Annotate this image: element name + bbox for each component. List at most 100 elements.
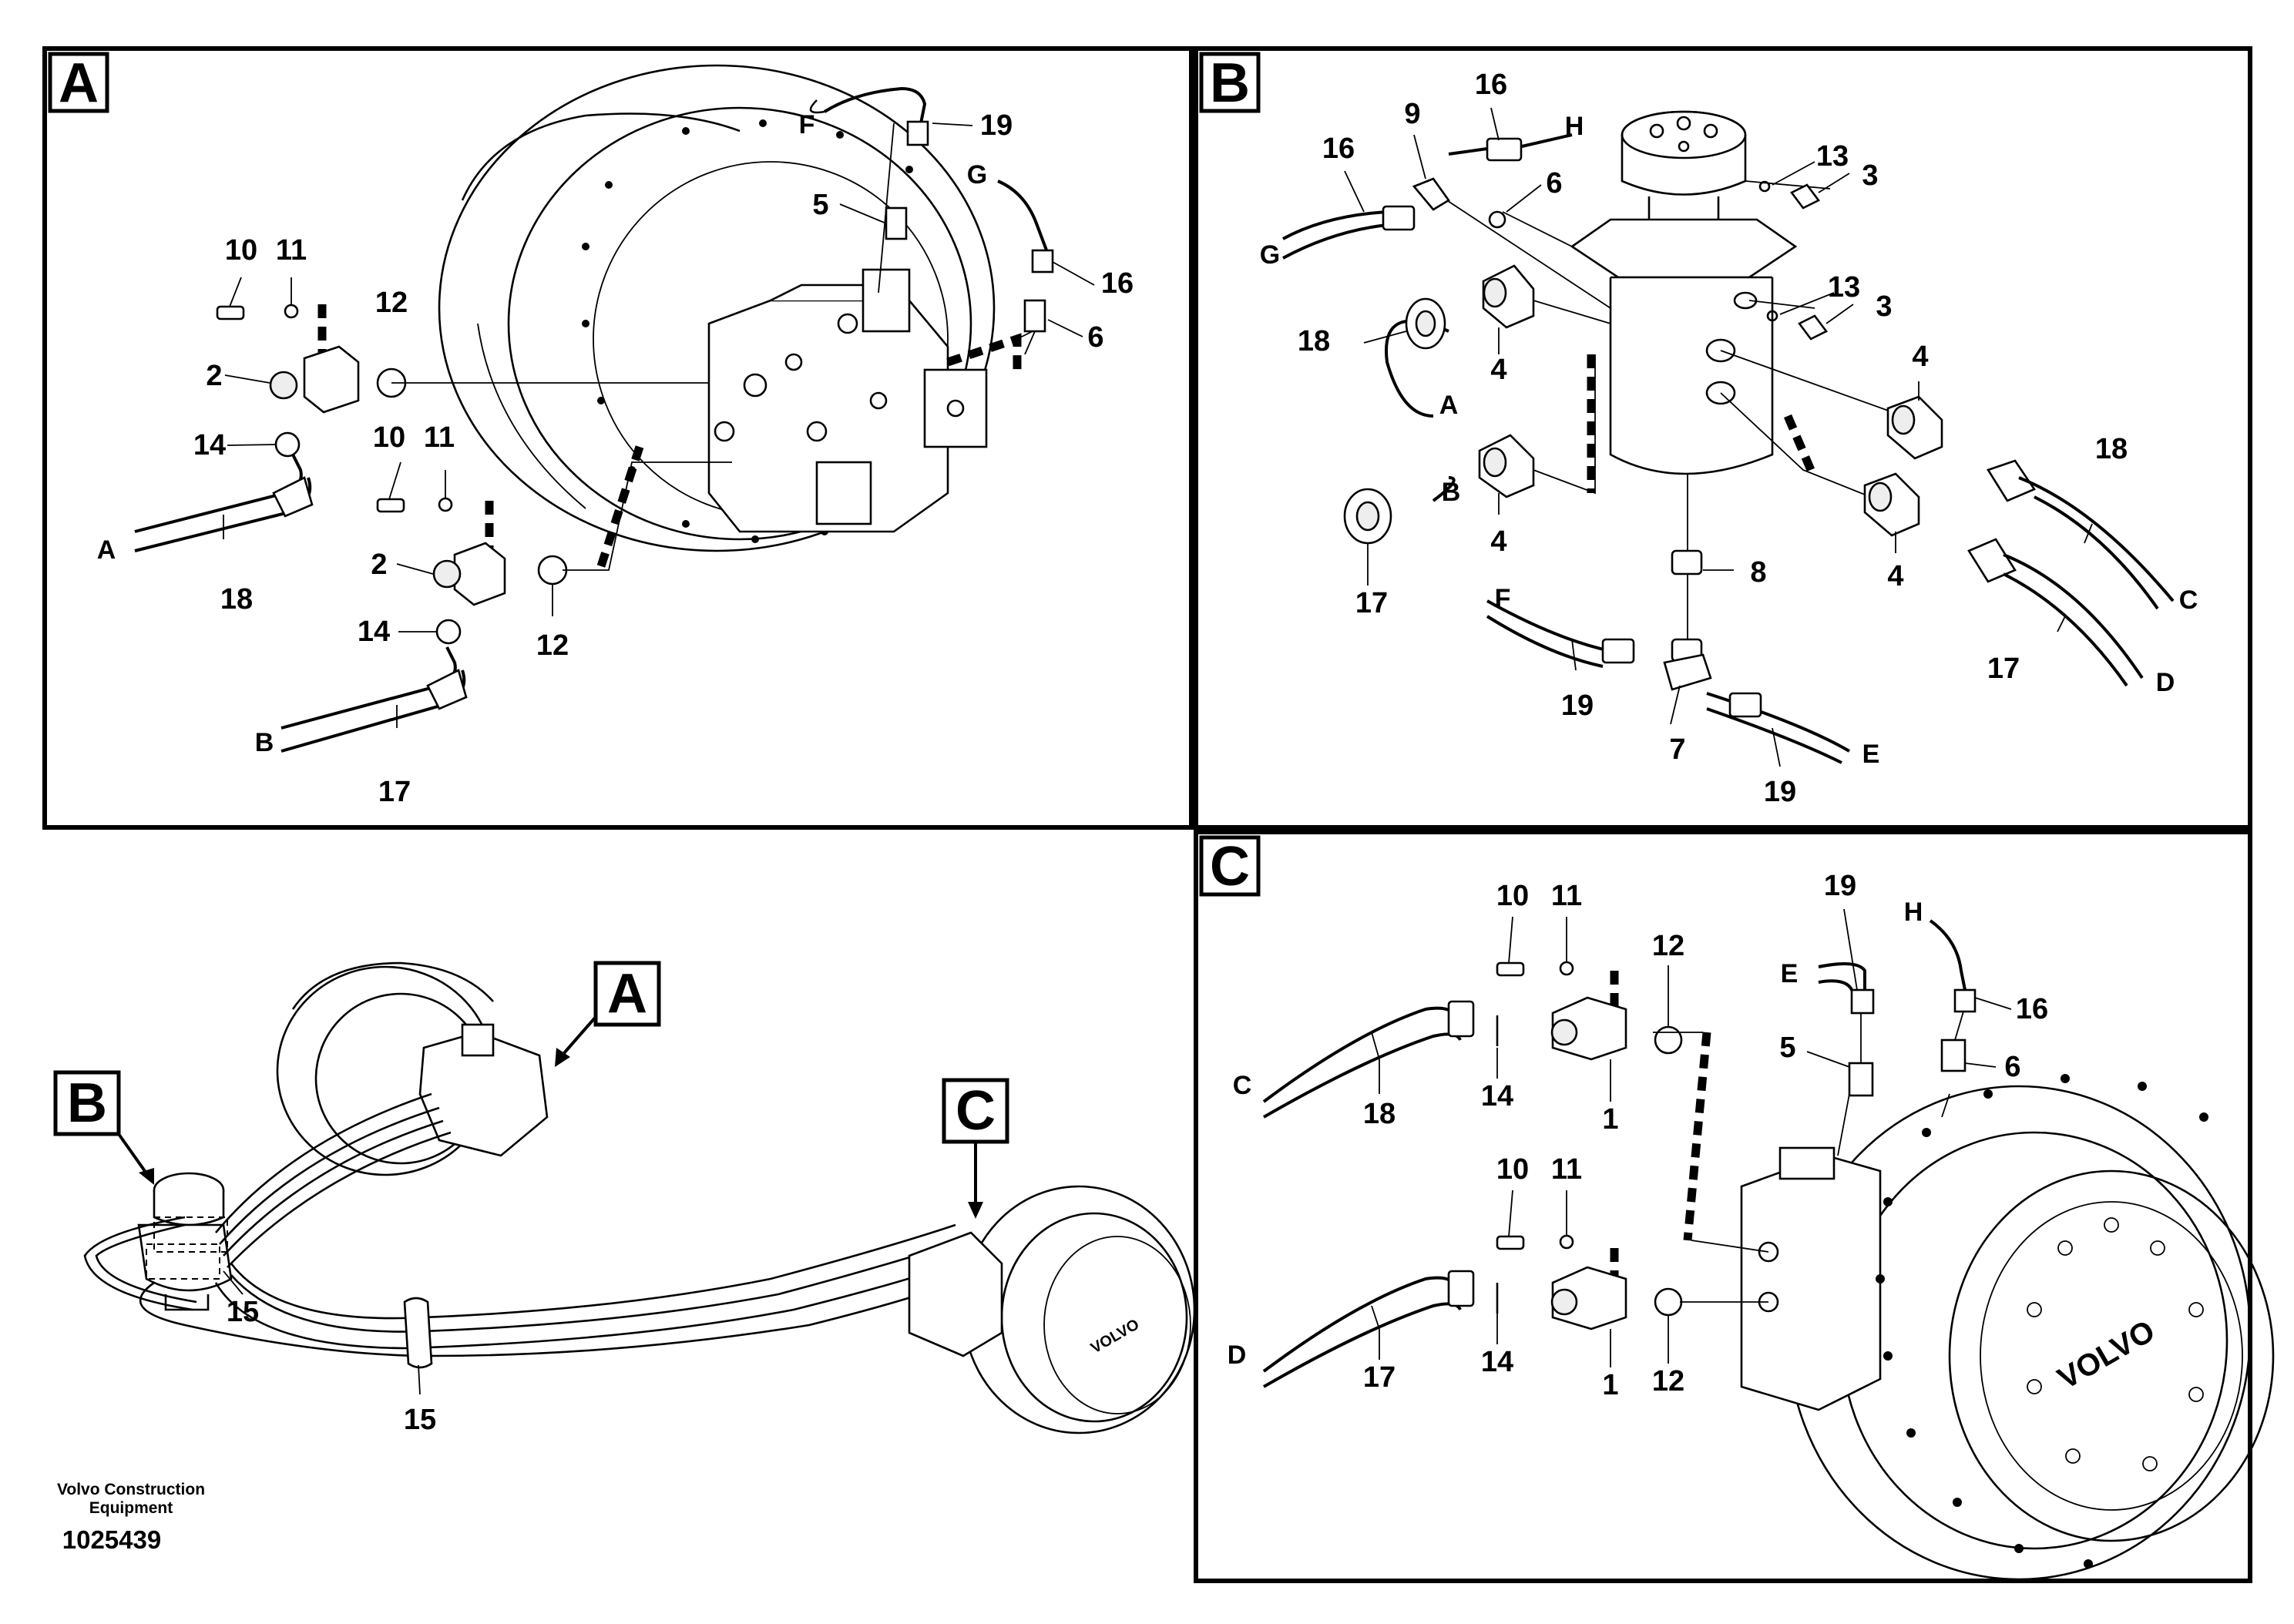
panel-b-port-f: F	[1495, 584, 1511, 613]
volvo-logo-cast: VOLVO	[2052, 1314, 2161, 1396]
panel-b-port-c: C	[2179, 586, 2198, 615]
final-drive-illustration: VOLVO	[1740, 1074, 2275, 1581]
footer: Volvo Construction Equipment 1025439	[57, 1481, 205, 1554]
panel-b-callout-18-left: 18	[1298, 325, 1330, 357]
panel-c-callout-1-upper: 1	[1602, 1103, 1618, 1136]
panel-c-callout-1-lower: 1	[1602, 1369, 1618, 1401]
control-valve-block	[707, 268, 988, 533]
panel-b-callout-18-right: 18	[2095, 433, 2128, 465]
panel-c-callout-17: 17	[1363, 1361, 1396, 1394]
panel-b-callout-4-lower-right: 4	[1887, 560, 1903, 592]
panel-b-callout-19-left: 19	[1561, 690, 1594, 722]
overview-letter-c: C	[942, 1078, 1009, 1219]
panel-a-letter-box: A	[48, 52, 109, 114]
drawing-number: 1025439	[62, 1525, 161, 1554]
panel-a-callout-12-upper: 12	[375, 287, 408, 319]
panel-a-callout-12-lower: 12	[536, 629, 569, 662]
panel-b-callout-8: 8	[1750, 556, 1766, 589]
panel-a-callout-19: 19	[980, 109, 1013, 142]
panel-a-callout-2-lower: 2	[371, 549, 387, 581]
panel-b-callout-13-upper: 13	[1816, 140, 1849, 173]
panel-b-frame	[1194, 46, 2252, 830]
panel-b-port-e: E	[1862, 740, 1880, 769]
panel-a-callout-17: 17	[378, 776, 411, 808]
panel-b-callout-3-lower: 3	[1876, 290, 1892, 323]
panel-b-callout-4-upper-left: 4	[1490, 354, 1506, 386]
panel-c-port-h: H	[1904, 898, 1923, 927]
panel-a-callout-14-lower: 14	[358, 616, 390, 648]
panel-a-callout-2-upper: 2	[206, 360, 222, 392]
panel-c-callout-14-lower: 14	[1481, 1346, 1513, 1378]
panel-b-letter-box: B	[1199, 52, 1261, 114]
panel-c-callout-16: 16	[2016, 993, 2048, 1025]
panel-b-letter: B	[1210, 52, 1250, 114]
overview-callout-15-clamp: 15	[404, 1404, 436, 1436]
panel-c-frame	[1194, 830, 2252, 1583]
travel-motor-illustration	[438, 64, 996, 552]
panel-c-callout-18: 18	[1363, 1098, 1396, 1130]
overview-letter-b: B	[53, 1070, 154, 1185]
panel-b-port-h: H	[1565, 112, 1584, 141]
panel-c-callout-11-lower: 11	[1551, 1153, 1582, 1186]
panel-c-callout-14-upper: 14	[1481, 1080, 1513, 1112]
overview-letter-a-text: A	[607, 963, 647, 1025]
panel-b-callout-4-upper-right: 4	[1912, 341, 1928, 373]
panel-c-callout-5: 5	[1779, 1032, 1795, 1064]
panel-b-port-d: D	[2156, 668, 2175, 697]
overview-callout-15-swivel: 15	[227, 1296, 259, 1328]
panel-a-callout-10-upper: 10	[225, 234, 257, 267]
footer-company-line1: Volvo Construction	[57, 1481, 205, 1498]
panel-b-callout-3-upper: 3	[1862, 159, 1878, 192]
overview-volvo-logo: VOLVO	[1088, 1316, 1142, 1357]
panel-c: VOLVO	[1228, 870, 2275, 1581]
panel-c-port-c: C	[1233, 1071, 1252, 1100]
panel-a-callout-5: 5	[812, 189, 828, 221]
panel-b-callout-7: 7	[1669, 733, 1685, 766]
panel-c-callout-19: 19	[1824, 870, 1856, 902]
panel-b-callout-17-right: 17	[1987, 653, 2020, 685]
panel-c-letter-box: C	[1199, 835, 1261, 898]
overview-letter-b-text: B	[67, 1072, 107, 1134]
panel-b-callout-17-left: 17	[1355, 587, 1388, 619]
panel-c-port-e: E	[1781, 959, 1799, 988]
panel-b-callout-19-right: 19	[1764, 776, 1796, 808]
overview-letter-c-text: C	[956, 1080, 996, 1142]
panel-c-callout-11-upper: 11	[1551, 880, 1582, 912]
panel-c-callout-12-lower: 12	[1652, 1365, 1684, 1398]
panel-a-port-f: F	[799, 110, 815, 139]
footer-company-line2: Equipment	[89, 1499, 173, 1517]
overview-letter-a: A	[555, 961, 661, 1067]
panel-b-callout-4-lower-left: 4	[1490, 525, 1506, 558]
panel-c-callout-12-upper: 12	[1652, 930, 1684, 962]
panel-a-callout-6: 6	[1087, 321, 1103, 354]
panel-a-port-a: A	[97, 535, 116, 565]
panel-c-callout-10-upper: 10	[1496, 880, 1529, 912]
panel-b-port-g: G	[1260, 240, 1280, 270]
panel-b: 16 9 16 6 13 3 13 3 18 4 4 17 4 18 4 17 …	[1260, 69, 2198, 808]
panel-c-callout-6: 6	[2004, 1051, 2020, 1083]
panel-a-callout-14-upper: 14	[193, 429, 226, 461]
panel-a-port-g: G	[967, 160, 987, 190]
panel-a-callout-11-lower: 11	[424, 421, 455, 454]
overview-assembly: VOLVO A B C 15 15	[53, 961, 1196, 1436]
panel-a-callout-18: 18	[220, 583, 253, 616]
panel-a-letter: A	[59, 52, 99, 114]
panel-a: 10 11 12 2 14 18 10 11 2 12 14 17 19 5 1…	[97, 64, 1134, 808]
panel-b-callout-9: 9	[1404, 98, 1420, 130]
panel-a-callout-16: 16	[1101, 267, 1134, 300]
panel-c-port-d: D	[1228, 1340, 1247, 1370]
panel-b-callout-16-right: 16	[1475, 69, 1507, 101]
panel-b-callout-16-left: 16	[1322, 133, 1355, 165]
swivel-joint-illustration	[1570, 110, 1798, 493]
panel-b-callout-6: 6	[1546, 167, 1562, 200]
panel-a-callout-10-lower: 10	[373, 421, 405, 454]
panel-b-callout-13-lower: 13	[1828, 271, 1860, 304]
panel-a-frame	[42, 46, 1194, 830]
panel-c-callout-10-lower: 10	[1496, 1153, 1529, 1186]
panel-a-callout-11-upper: 11	[276, 234, 307, 267]
panel-b-port-b: B	[1442, 478, 1461, 507]
panel-c-letter: C	[1210, 836, 1250, 898]
panel-a-port-b: B	[255, 728, 274, 757]
